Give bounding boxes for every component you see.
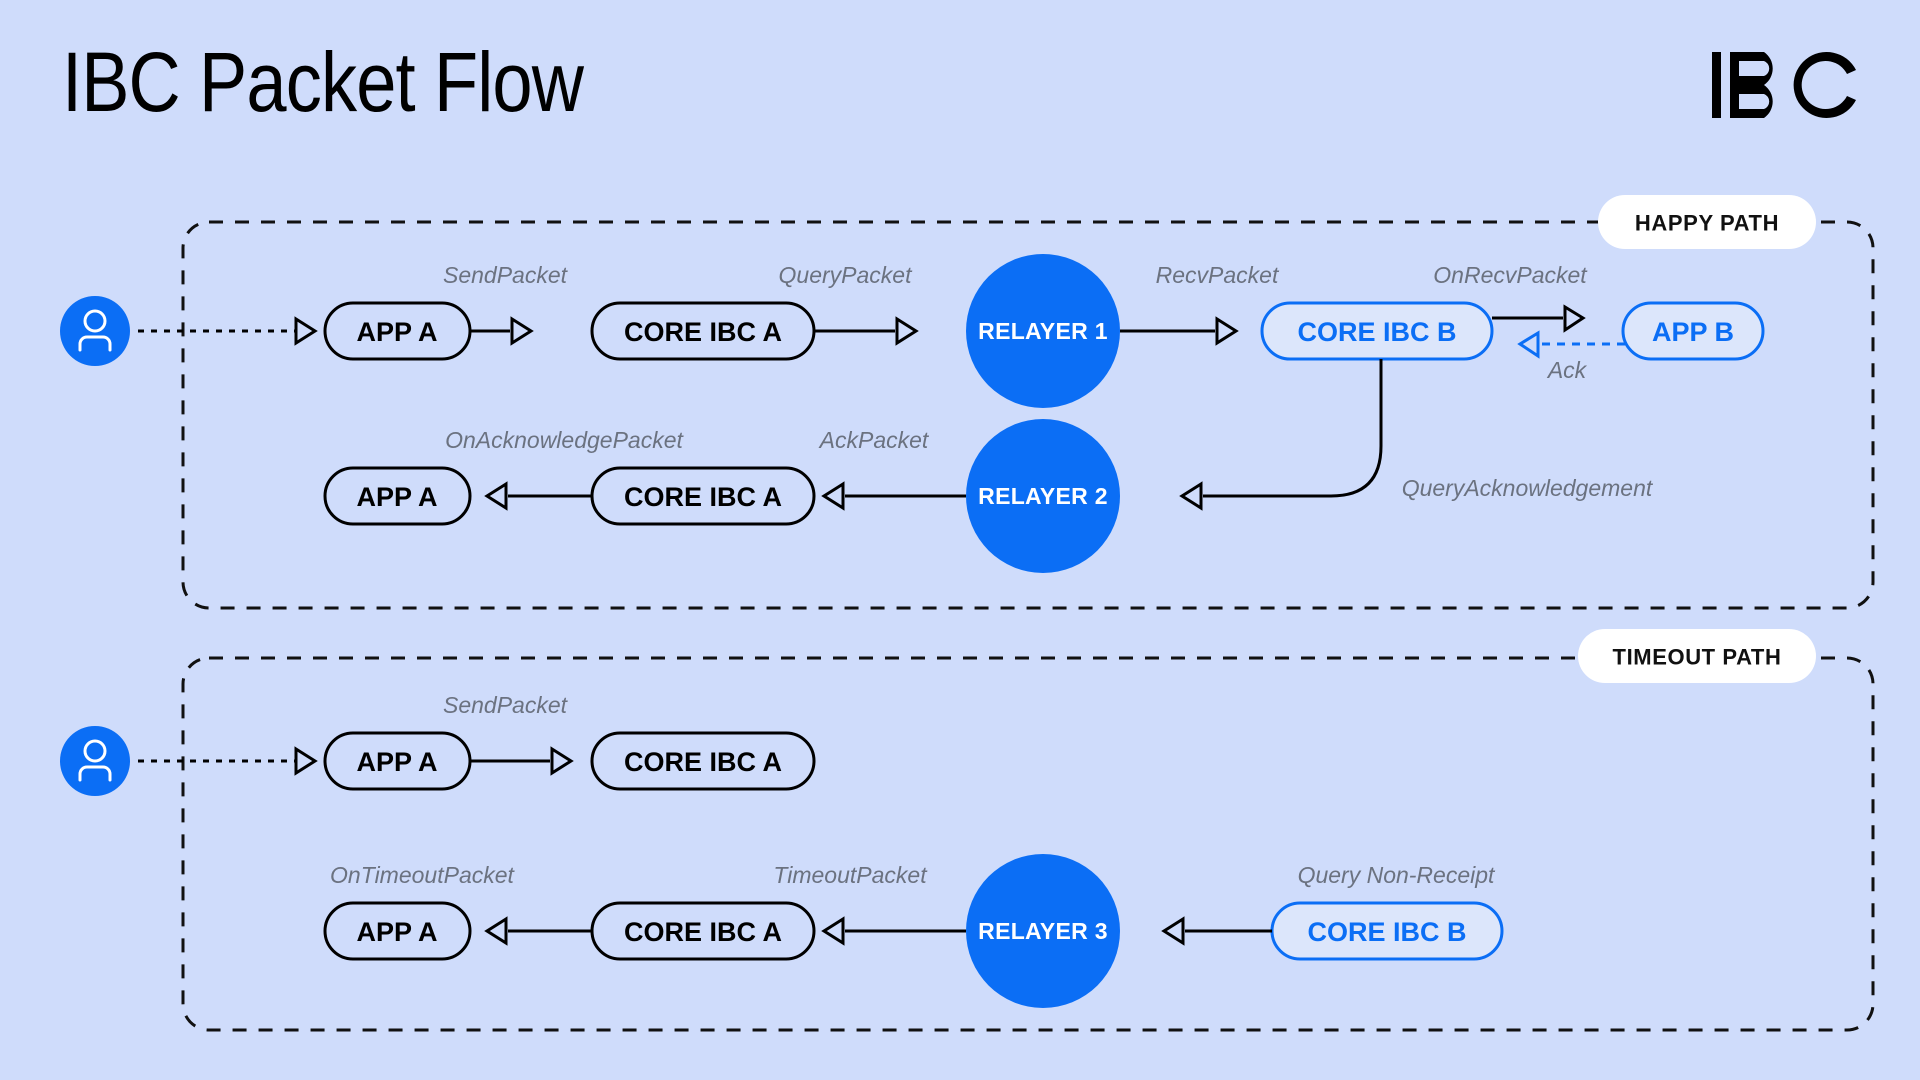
user-icon: [78, 309, 112, 352]
edge-core-b-to-relayer-2: [1203, 359, 1383, 498]
edge-label-queryacknowledgement: QueryAcknowledgement: [1402, 475, 1654, 501]
svg-text:TIMEOUT PATH: TIMEOUT PATH: [1613, 645, 1782, 670]
arrowhead-ackpacket: [821, 481, 845, 511]
arrowhead-user-to-app-a-timeout: [294, 746, 318, 776]
edge-label-query-non-receipt: Query Non-Receipt: [1298, 862, 1496, 888]
edge-label-sendpacket: SendPacket: [443, 262, 569, 288]
arrowhead-onrecvpacket: [1563, 304, 1586, 333]
arrowhead-queryacknowledgement: [1179, 481, 1203, 511]
edge-label-sendpacket-timeout: SendPacket: [443, 692, 569, 718]
edge-label-ontimeoutpacket: OnTimeoutPacket: [330, 862, 515, 888]
node-core-ibc-a-happy-2: CORE IBC A: [590, 466, 816, 526]
svg-text:APP A: APP A: [356, 747, 437, 777]
arrowhead-query-non-receipt: [1161, 916, 1185, 946]
arrowhead-sendpacket-timeout: [550, 746, 574, 776]
arrowhead-user-to-app-a: [294, 316, 318, 346]
svg-text:APP A: APP A: [356, 917, 437, 947]
edge-label-recvpacket: RecvPacket: [1156, 262, 1280, 288]
edge-label-onacknowledgepacket: OnAcknowledgePacket: [445, 427, 684, 453]
timeout-path-group: [181, 656, 1875, 1032]
timeout-path-user-avatar: [60, 726, 130, 796]
arrowhead-onacknowledgepacket: [484, 481, 508, 511]
svg-text:RELAYER 3: RELAYER 3: [978, 918, 1108, 944]
page-title: IBC Packet Flow: [62, 35, 584, 129]
node-relayer-1: RELAYER 1: [966, 254, 1120, 408]
svg-text:CORE IBC A: CORE IBC A: [624, 747, 782, 777]
happy-path-group: [181, 220, 1875, 610]
svg-text:CORE IBC A: CORE IBC A: [624, 317, 782, 347]
svg-text:CORE IBC B: CORE IBC B: [1307, 917, 1466, 947]
edge-label-onrecvpacket: OnRecvPacket: [1433, 262, 1588, 288]
node-core-ibc-b-timeout: CORE IBC B: [1270, 901, 1504, 961]
svg-text:HAPPY PATH: HAPPY PATH: [1635, 211, 1779, 236]
svg-text:APP A: APP A: [356, 482, 437, 512]
node-relayer-2: RELAYER 2: [966, 419, 1120, 573]
timeout-path-badge: TIMEOUT PATH: [1578, 629, 1816, 683]
happy-path-user-avatar: [60, 296, 130, 366]
node-relayer-3: RELAYER 3: [966, 854, 1120, 1008]
arrowhead-sendpacket: [510, 316, 534, 346]
node-core-ibc-b-happy: CORE IBC B: [1260, 301, 1494, 361]
node-app-a-happy-1: APP A: [323, 301, 472, 361]
edge-label-ackpacket: AckPacket: [818, 427, 930, 453]
svg-text:RELAYER 1: RELAYER 1: [978, 318, 1108, 344]
arrowhead-ack: [1517, 330, 1540, 359]
edge-label-querypacket: QueryPacket: [779, 262, 914, 288]
node-app-a-timeout-1: APP A: [323, 731, 472, 791]
happy-path-badge: HAPPY PATH: [1598, 195, 1816, 249]
node-app-a-timeout-2: APP A: [323, 901, 472, 961]
svg-text:RELAYER 2: RELAYER 2: [978, 483, 1108, 509]
arrowhead-recvpacket: [1215, 316, 1239, 346]
ibc-logo: [1712, 52, 1856, 118]
node-app-a-happy-2: APP A: [323, 466, 472, 526]
svg-text:APP A: APP A: [356, 317, 437, 347]
node-core-ibc-a-timeout-2: CORE IBC A: [590, 901, 816, 961]
svg-text:APP B: APP B: [1652, 317, 1734, 347]
svg-text:CORE IBC A: CORE IBC A: [624, 482, 782, 512]
svg-text:CORE IBC A: CORE IBC A: [624, 917, 782, 947]
edge-label-timeoutpacket: TimeoutPacket: [773, 862, 928, 888]
svg-text:CORE IBC B: CORE IBC B: [1297, 317, 1456, 347]
node-app-b: APP B: [1621, 301, 1765, 361]
node-core-ibc-a-happy-1: CORE IBC A: [590, 301, 816, 361]
arrowhead-timeoutpacket: [821, 916, 845, 946]
arrowhead-querypacket: [895, 316, 919, 346]
edge-label-ack: Ack: [1546, 357, 1588, 383]
user-icon: [78, 739, 112, 782]
arrowhead-ontimeoutpacket: [484, 916, 508, 946]
node-core-ibc-a-timeout-1: CORE IBC A: [590, 731, 816, 791]
